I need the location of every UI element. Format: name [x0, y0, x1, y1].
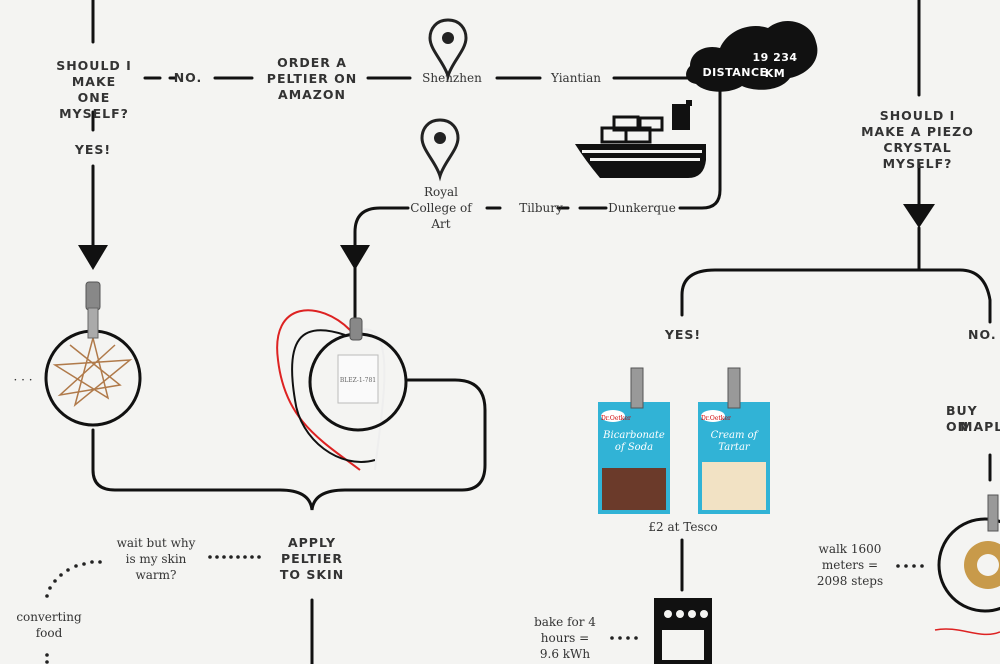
place-dunkerque: Dunkerque — [608, 201, 676, 215]
place-yiantian: Yiantian — [551, 71, 601, 85]
distance-label: DISTANCE — [702, 66, 768, 79]
oven-icon — [654, 598, 712, 664]
rca-curve — [353, 206, 410, 252]
piezo-disc — [934, 494, 1000, 636]
walk-note: walk 1600 meters = 2098 steps — [816, 542, 884, 588]
arrow-left — [78, 245, 108, 270]
left-ellipsis: · · · — [13, 373, 33, 387]
piezo-branch — [680, 268, 992, 324]
packet-bicarb-name: Bicarbonate of Soda — [603, 430, 665, 453]
star-wire — [52, 335, 133, 408]
dotted-connectors — [45, 555, 924, 664]
arrow-right — [903, 204, 935, 228]
peltier-code: BLEZ-1-781 — [339, 377, 377, 384]
apply-peltier: APPLY PELTIER TO SKIN — [279, 535, 345, 582]
route-return-line — [485, 84, 722, 210]
buy-label-cont: MAPL — [960, 419, 1000, 434]
place-rca: Royal College of Art — [410, 185, 472, 231]
skin-warm-note: wait but why is my skin warm? — [116, 536, 196, 582]
label-no: NO. — [173, 70, 203, 85]
piezo-yes: YES! — [664, 327, 702, 342]
location-pin-icon — [420, 118, 460, 182]
packet-brand: Dr.Oetker — [701, 415, 731, 422]
bake-note: bake for 4 hours = 9.6 kWh — [534, 615, 596, 661]
peltier-module — [337, 354, 379, 404]
packet-cream-of-tartar — [698, 367, 770, 514]
question-piezo: SHOULD I MAKE A PIEZO CRYSTAL MYSELF? — [861, 108, 974, 171]
location-pin-icon — [428, 18, 468, 82]
order-peltier: ORDER A PELTIER ON AMAZON — [266, 55, 358, 102]
merge-loops — [91, 378, 487, 511]
packet-brand: Dr.Oetker — [601, 415, 631, 422]
question-make-one: SHOULD I MAKE ONE MYSELF? — [56, 58, 132, 121]
place-shenzhen: Shenzhen — [422, 71, 482, 85]
ship-icon — [575, 100, 706, 178]
peltier-wires — [276, 309, 386, 471]
tesco-price: £2 at Tesco — [648, 520, 718, 534]
place-tilbury: Tilbury — [519, 201, 563, 215]
distance-value: 19 234 KM — [752, 51, 798, 80]
distance-cloud — [686, 20, 818, 92]
buy-label: BUY ON — [946, 403, 978, 434]
label-yes: YES! — [74, 142, 112, 157]
packet-bicarbonate — [598, 367, 670, 514]
clip-icon — [349, 317, 363, 341]
packet-cream-name: Cream of Tartar — [710, 430, 758, 453]
converting-food-note: converting food — [16, 610, 82, 640]
left-circle — [44, 329, 142, 427]
piezo-no: NO. — [968, 327, 997, 342]
clip-icon — [85, 281, 101, 339]
arrow-mid — [340, 245, 370, 270]
